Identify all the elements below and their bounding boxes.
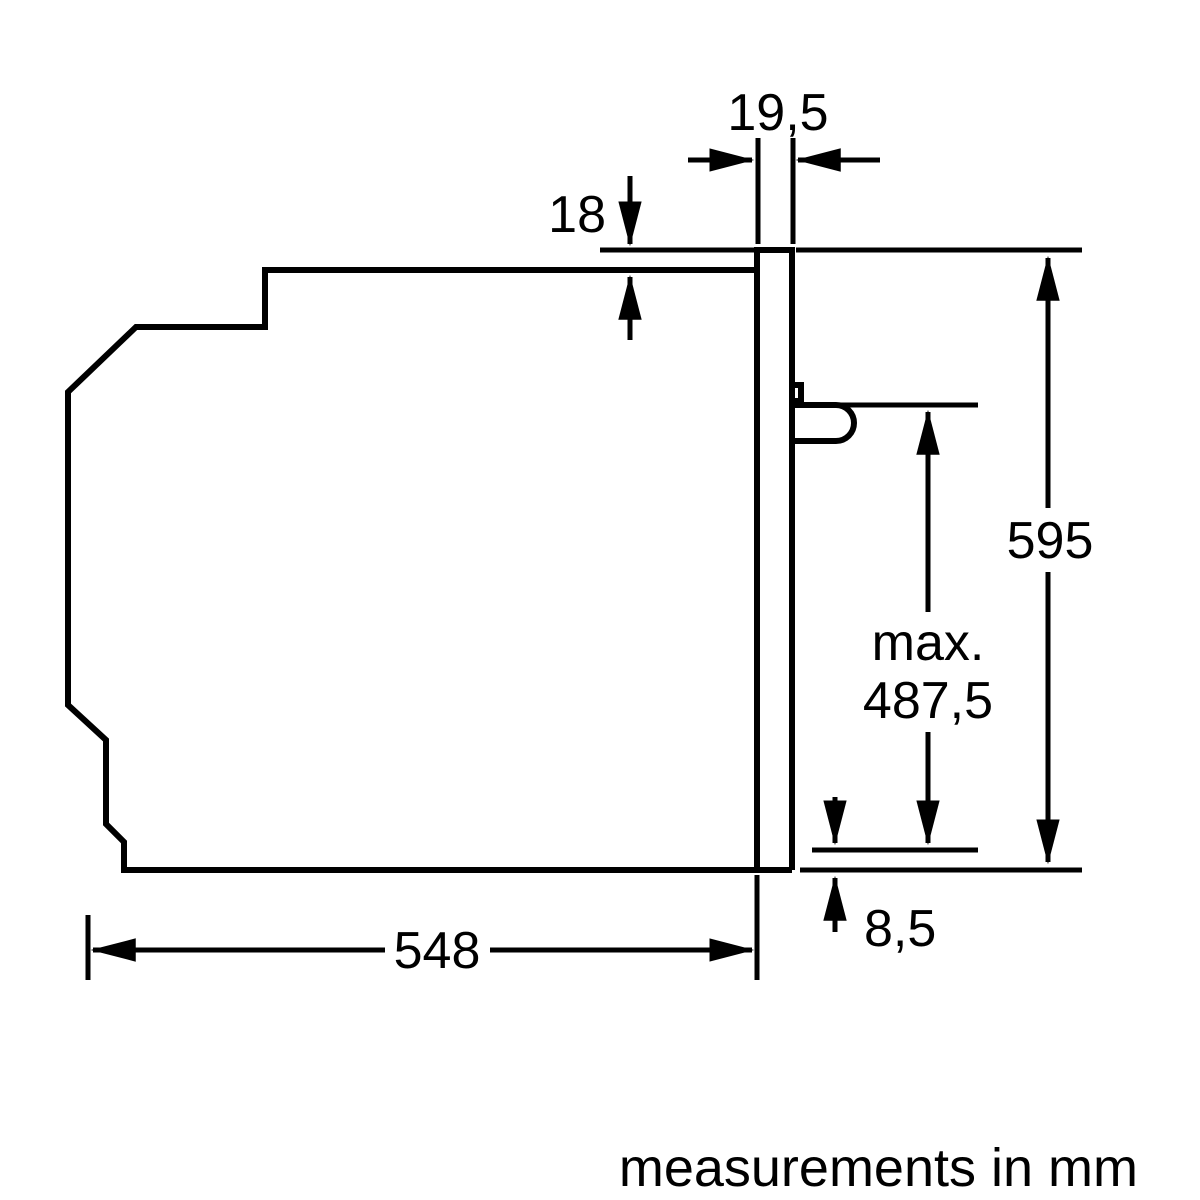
units-note: measurements in mm [619,1138,1138,1198]
oven-carcass-outline [65,267,792,873]
dim-label-body-depth: 548 [394,922,481,980]
dim-label-frame-depth: 19,5 [727,84,828,142]
dim-label-max-prefix: max. [872,614,985,672]
dim-label-bottom-clearance: 8,5 [864,900,936,958]
dim-label-max-value: 487,5 [863,672,993,730]
dimension-annotations: 19,5 18 595 max. 487,5 8,5 [85,84,1094,980]
frame-notch [792,382,804,404]
dim-label-top-overhang: 18 [548,186,606,244]
door-handle [792,402,857,444]
oven-body-outline [65,247,857,873]
dim-label-height: 595 [1007,512,1094,570]
oven-front-frame [754,247,795,870]
